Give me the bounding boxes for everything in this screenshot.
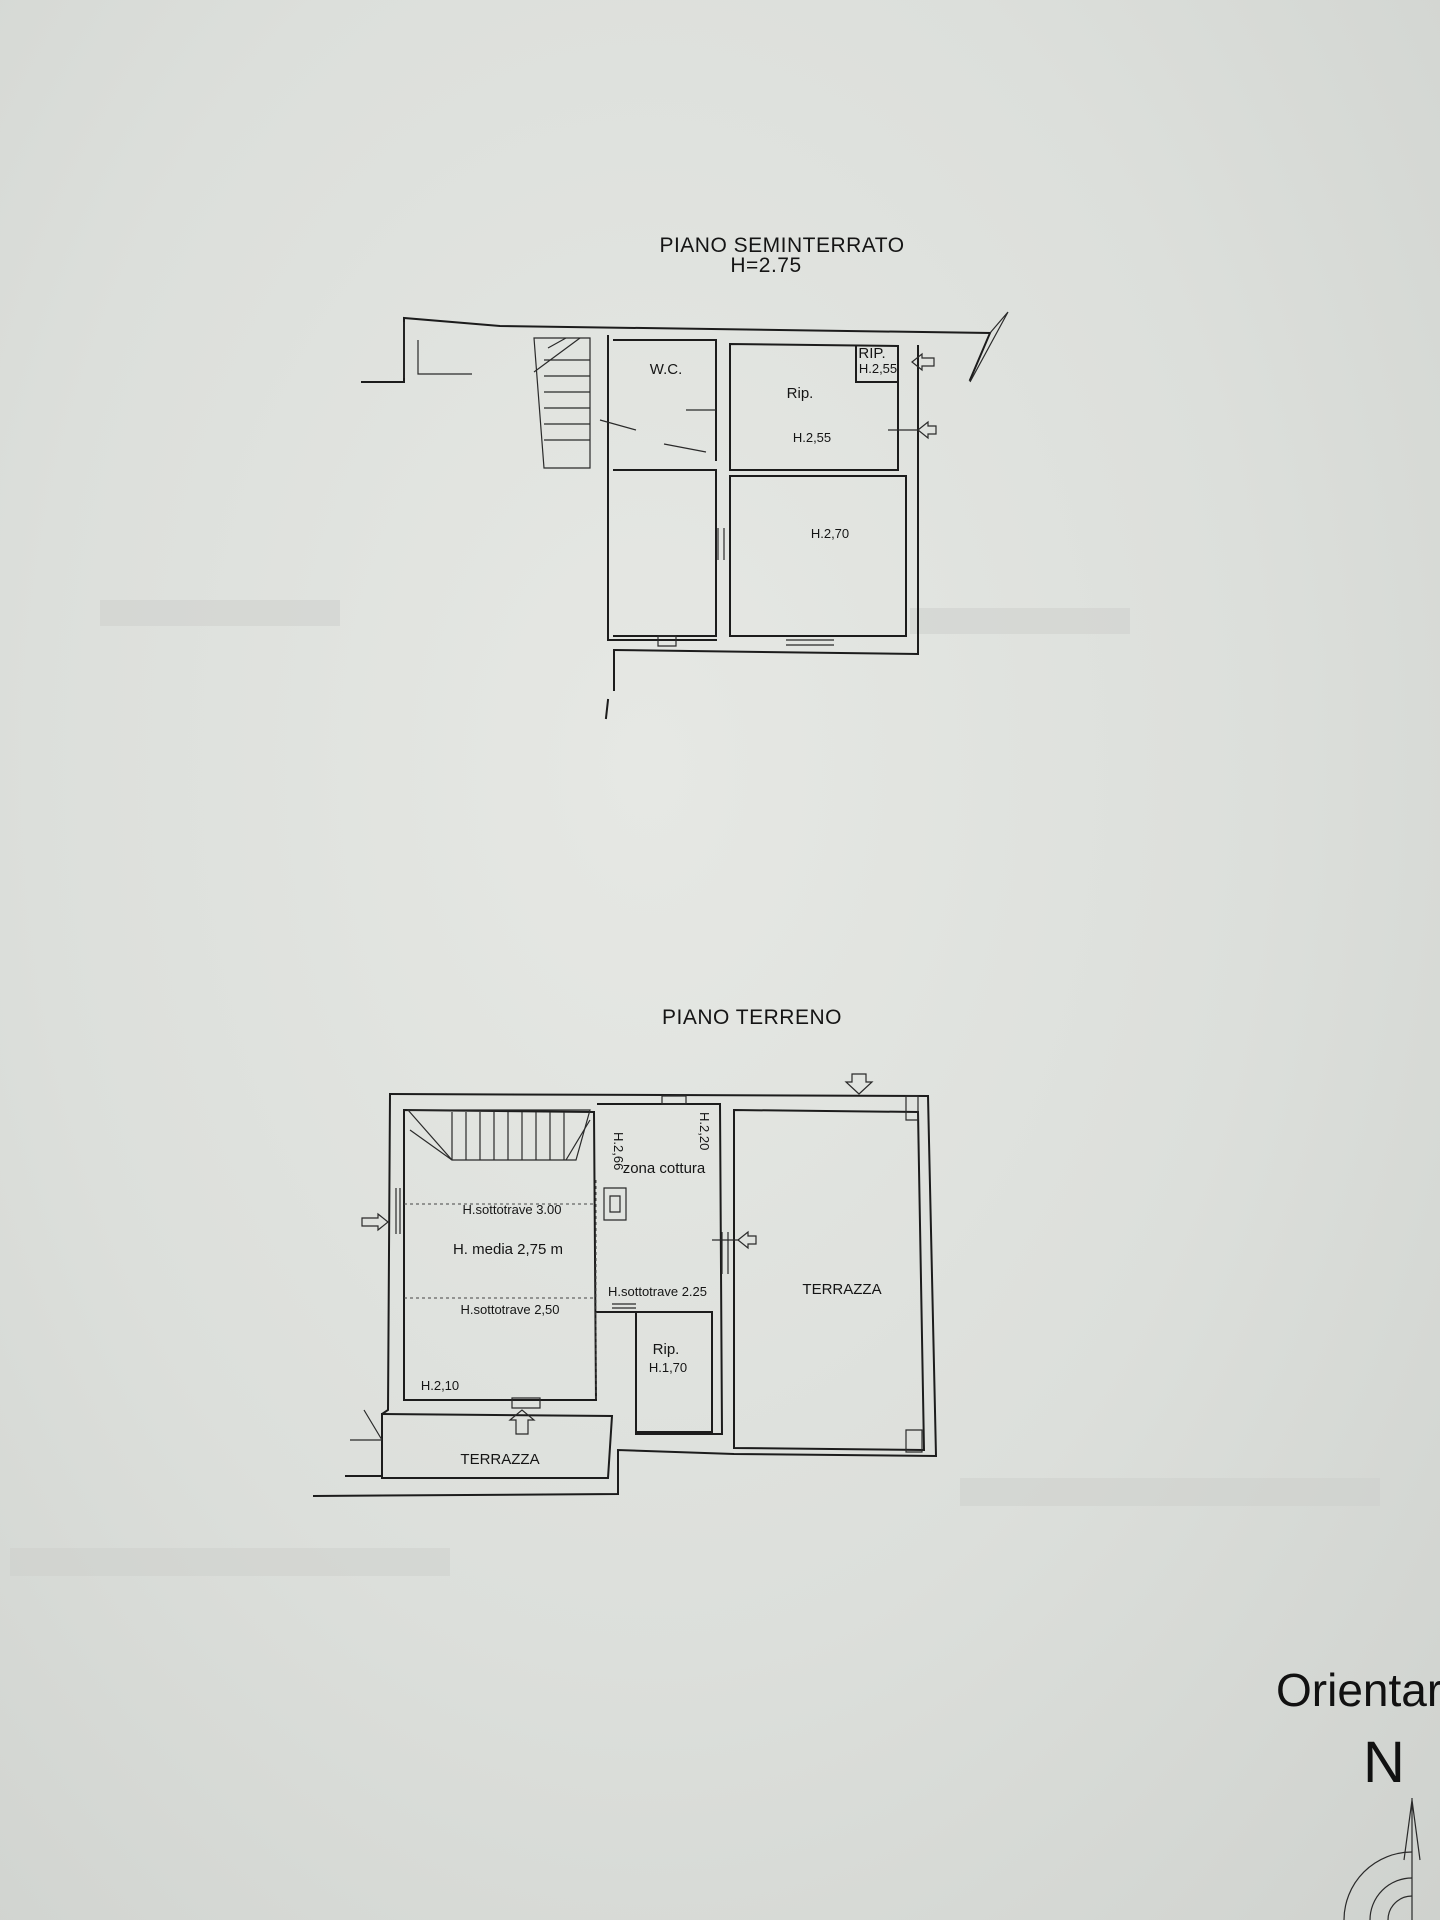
basement-title: PIANO SEMINTERRATO xyxy=(659,234,904,257)
ground-rip-door xyxy=(612,1303,636,1309)
ground-window-kitchen xyxy=(661,1095,687,1105)
orientation-north-letter: N xyxy=(1363,1730,1405,1795)
ground-terrace-right xyxy=(733,1108,926,1452)
ground-entrance-arrow-top xyxy=(844,1073,874,1095)
basement-room-south xyxy=(613,469,717,637)
ground-staircase xyxy=(406,1109,591,1161)
basement-rip-small-height: H.2,55 xyxy=(859,361,897,376)
basement-rip-small-room xyxy=(855,345,899,383)
ground-h210-label: H.2,10 xyxy=(421,1378,459,1393)
basement-gap-walls xyxy=(604,649,615,720)
basement-rip-height: H.2,55 xyxy=(793,430,831,445)
ground-avg-height-label: H. media 2,75 m xyxy=(453,1241,563,1258)
ground-h220-label: H.2,20 xyxy=(697,1112,712,1150)
ground-entrance-arrow-west xyxy=(361,1212,389,1232)
basement-outer-south xyxy=(612,345,919,656)
basement-wall-west xyxy=(607,335,717,641)
ground-rip-height: H.1,70 xyxy=(649,1360,687,1375)
basement-staircase xyxy=(533,337,591,469)
ground-beam300-label: H.sottotrave 3.00 xyxy=(463,1202,562,1217)
compass-rose-icon xyxy=(1343,1798,1421,1920)
ground-hearth xyxy=(603,1187,627,1221)
ground-h266-label: H.2,66 xyxy=(611,1132,626,1170)
ground-title: PIANO TERRENO xyxy=(662,1006,842,1029)
basement-inner-opening xyxy=(717,528,725,560)
orientation-block: Orientar N xyxy=(1276,1664,1440,1920)
basement-plan: PIANO SEMINTERRATO H=2.75 xyxy=(361,234,1009,720)
show-through-ghosts xyxy=(10,600,1380,1576)
ground-rip-label: Rip. xyxy=(653,1341,680,1358)
ground-window-kitchen-east xyxy=(721,1232,729,1274)
ground-living-room xyxy=(403,1108,598,1401)
basement-door-swings xyxy=(599,409,716,453)
basement-rip-label: Rip. xyxy=(787,385,814,402)
basement-boundary-wall xyxy=(361,316,992,383)
ground-step-mark xyxy=(350,1409,383,1441)
ground-outer-perimeter xyxy=(312,1092,938,1498)
ground-cooking-label: zona cottura xyxy=(623,1160,706,1177)
ground-beam250-label: H.sottotrave 2,50 xyxy=(461,1302,560,1317)
ground-plan: PIANO TERRENO H.2,66 xyxy=(312,1006,938,1498)
ground-outer-west xyxy=(345,1092,392,1477)
basement-wc-walls xyxy=(613,339,717,461)
ground-terrace-bottom xyxy=(380,1412,614,1479)
basement-height: H=2.75 xyxy=(730,254,801,277)
ground-terrace-corners xyxy=(905,1095,923,1453)
basement-entrance-arrow-top xyxy=(911,352,935,372)
basement-step-mark xyxy=(417,340,472,375)
basement-rip-room xyxy=(729,342,899,471)
basement-windows xyxy=(657,635,834,647)
ground-beam-lines xyxy=(404,1180,597,1400)
basement-wc-label: W.C. xyxy=(650,361,683,378)
basement-entrance-arrow-mid xyxy=(888,420,937,440)
basement-rip-small-label: RIP. xyxy=(858,345,885,362)
ground-terrace-bottom-label: TERRAZZA xyxy=(460,1451,539,1468)
orientation-label: Orientar xyxy=(1276,1664,1440,1716)
ground-entrance-arrow-south xyxy=(508,1409,536,1435)
basement-room-height: H.2,70 xyxy=(811,526,849,541)
ground-beam225-label: H.sottotrave 2.25 xyxy=(608,1284,707,1299)
ground-window-south xyxy=(511,1397,541,1409)
basement-room-east xyxy=(729,475,907,637)
basement-boundary-lines xyxy=(403,311,1009,383)
ground-entrance-arrow-east xyxy=(712,1230,757,1250)
ground-terrace-right-label: TERRAZZA xyxy=(802,1281,881,1298)
ground-window-west xyxy=(395,1188,401,1234)
ground-rip-room xyxy=(595,1311,713,1433)
